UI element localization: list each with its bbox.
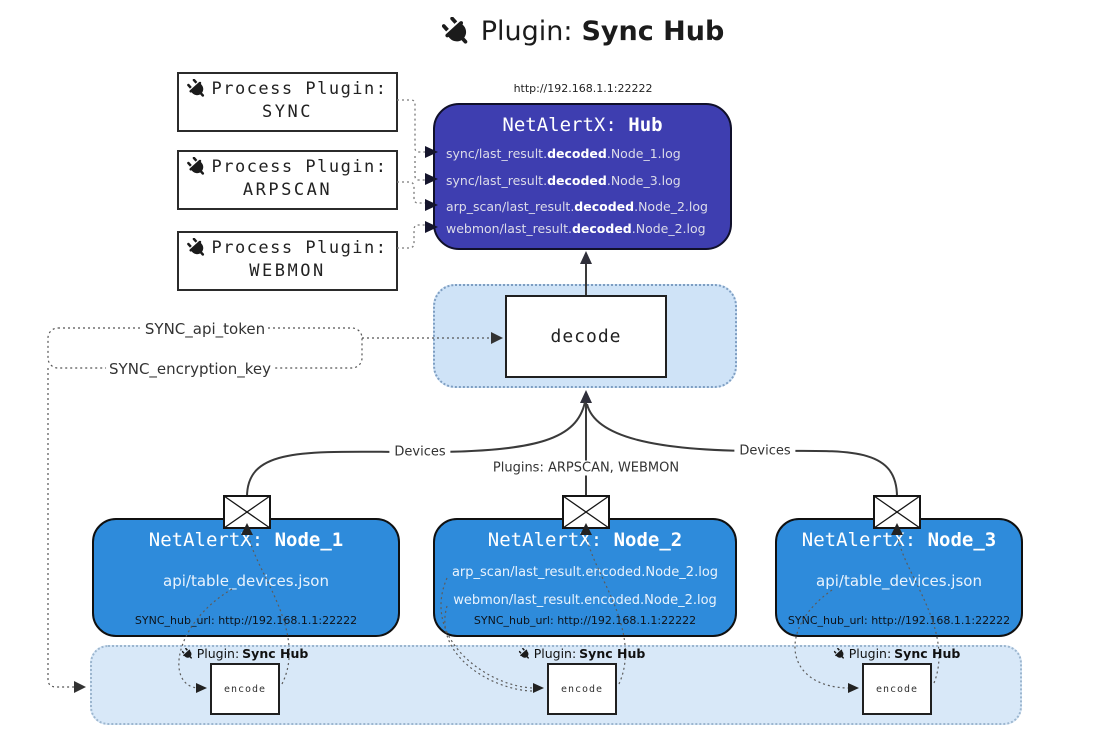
node-1-box: NetAlertX: Node_1 api/table_devices.json… bbox=[92, 518, 400, 637]
hub-box: NetAlertX: Hub sync/last_result.decoded.… bbox=[433, 103, 732, 250]
hub-title-name: Hub bbox=[628, 114, 663, 136]
process-plugin-name: ARPSCAN bbox=[242, 180, 333, 200]
node-title: NetAlertX: Node_2 bbox=[487, 529, 683, 551]
hub-log-line-3: arp_scan/last_result.decoded.Node_2.log bbox=[446, 199, 708, 214]
process-plugin-label: Process Plugin: bbox=[211, 79, 388, 99]
devices-label-right: Devices bbox=[734, 443, 796, 459]
plugins-label: Plugins: ARPSCAN, WEBMON bbox=[487, 460, 685, 476]
process-plugin-sync: Process Plugin: SYNC bbox=[177, 72, 398, 132]
hub-url-label: http://192.168.1.1:22222 bbox=[513, 82, 653, 95]
page-title-name: Sync Hub bbox=[581, 16, 725, 47]
encoder-label-2: Plugin:Sync Hub bbox=[519, 646, 645, 661]
hub-log-line-4: webmon/last_result.decoded.Node_2.log bbox=[446, 221, 706, 236]
process-plugin-label: Process Plugin: bbox=[211, 157, 388, 177]
decode-box: decode bbox=[505, 295, 667, 378]
page-title: Plugin: Sync Hub bbox=[442, 16, 725, 47]
hub-log-line-2: sync/last_result.decoded.Node_3.log bbox=[446, 173, 681, 188]
hub-title-prefix: NetAlertX: bbox=[502, 114, 617, 136]
sync-encryption-key-label: SYNC_encryption_key bbox=[106, 360, 274, 378]
encode-box-1: encode bbox=[210, 663, 280, 715]
process-plugin-label: Process Plugin: bbox=[211, 238, 388, 258]
encoder-label-3: Plugin:Sync Hub bbox=[834, 646, 960, 661]
sync-api-token-label: SYNC_api_token bbox=[141, 320, 269, 338]
process-plugin-webmon: Process Plugin: WEBMON bbox=[177, 231, 398, 291]
page-title-prefix: Plugin: bbox=[480, 16, 573, 47]
plug-icon bbox=[519, 648, 531, 660]
process-plugin-arpscan: Process Plugin: ARPSCAN bbox=[177, 150, 398, 210]
hub-log-line-1: sync/last_result.decoded.Node_1.log bbox=[446, 146, 681, 161]
hub-title: NetAlertX: Hub bbox=[435, 114, 730, 136]
node-2-box: NetAlertX: Node_2 arp_scan/last_result.e… bbox=[433, 518, 737, 637]
encoder-label-1: Plugin:Sync Hub bbox=[182, 646, 308, 661]
process-plugin-name: WEBMON bbox=[249, 261, 326, 281]
plug-icon bbox=[182, 648, 194, 660]
node-title: NetAlertX: Node_3 bbox=[801, 529, 997, 551]
node-title: NetAlertX: Node_1 bbox=[148, 529, 344, 551]
node-file-line: arp_scan/last_result.encoded.Node_2.log bbox=[451, 565, 719, 580]
plug-icon bbox=[834, 648, 846, 660]
devices-label-left: Devices bbox=[389, 444, 451, 460]
process-plugin-name: SYNC bbox=[262, 102, 313, 122]
